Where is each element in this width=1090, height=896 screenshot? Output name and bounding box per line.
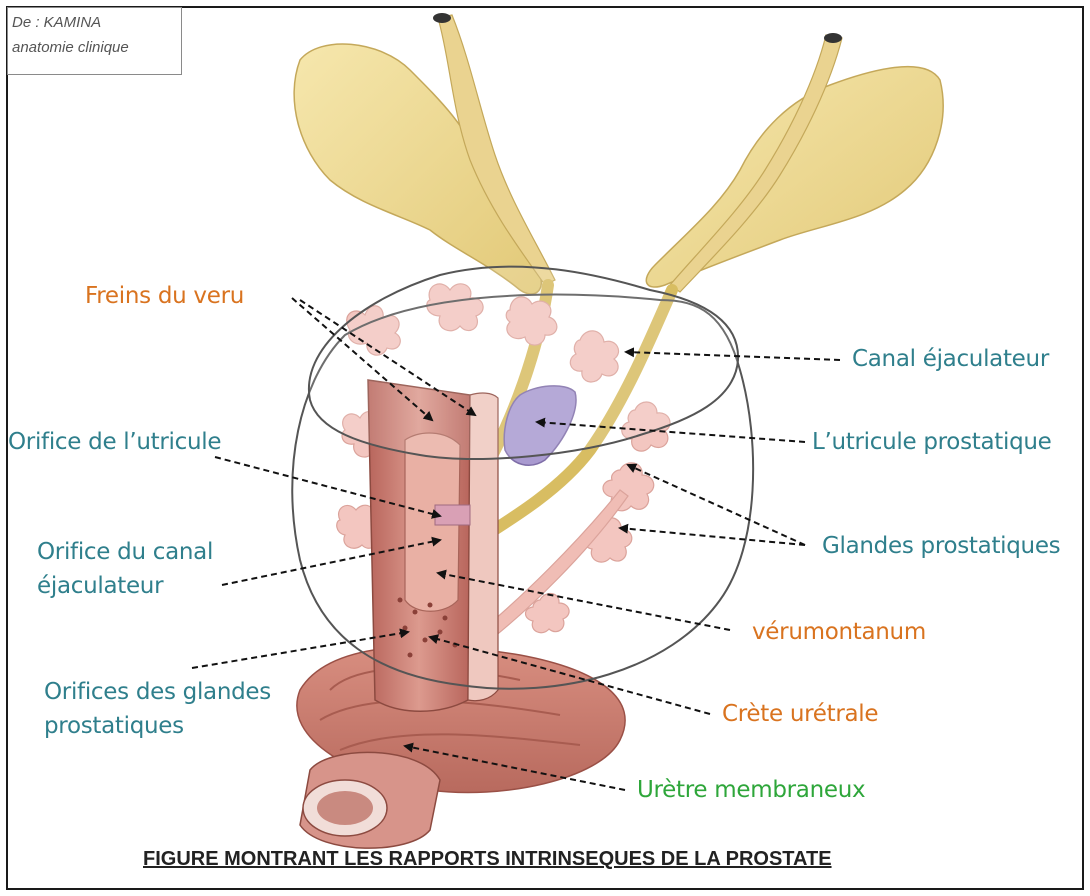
label-canal-ejaculateur: Canal éjaculateur <box>852 345 1049 373</box>
label-orifice-canal-line2: éjaculateur <box>37 572 163 600</box>
capsule-top <box>309 267 738 459</box>
label-verumontanum: vérumontanum <box>752 618 926 646</box>
leader-glandes-2 <box>620 528 805 545</box>
label-orifices-glandes-line2: prostatiques <box>44 712 184 740</box>
label-orifice-canal-line1: Orifice du canal <box>37 538 213 566</box>
label-utricule-prostatique: L’utricule prostatique <box>812 428 1052 456</box>
figure-caption: FIGURE MONTRANT LES RAPPORTS INTRINSEQUE… <box>143 848 832 871</box>
utricle-orifice-area <box>435 505 470 525</box>
label-freins-du-veru: Freins du veru <box>85 282 244 310</box>
vas-deferens-left-opening <box>433 13 451 23</box>
label-glandes-prostatiques: Glandes prostatiques <box>822 532 1060 560</box>
seminal-vesicle-right <box>646 67 943 287</box>
label-uretre-membraneux: Urètre membraneux <box>637 776 865 804</box>
seminal-vesicle-left <box>294 44 541 294</box>
label-orifices-glandes-line1: Orifices des glandes <box>44 678 271 706</box>
leader-glandes-1 <box>628 465 805 545</box>
label-crete-uretrale: Crète urétrale <box>722 700 878 728</box>
label-orifice-utricule: Orifice de l’utricule <box>8 428 221 456</box>
vas-deferens-right-opening <box>824 33 842 43</box>
